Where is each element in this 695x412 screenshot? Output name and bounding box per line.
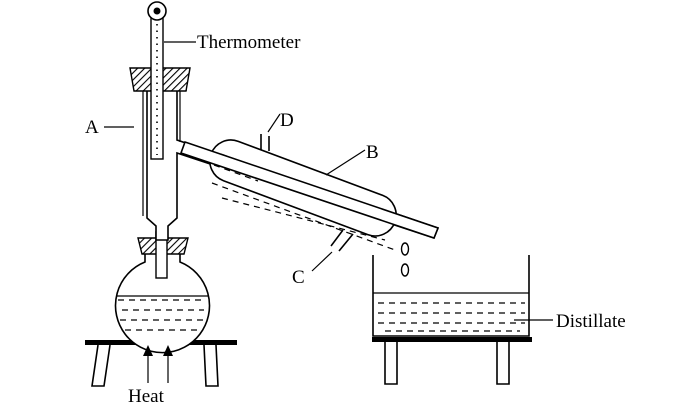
- d-label: D: [280, 110, 294, 131]
- c-leader: [311, 251, 333, 272]
- beaker-walls: [372, 255, 530, 337]
- thermometer-label: Thermometer: [197, 32, 301, 53]
- stand-top-plate: [372, 337, 532, 342]
- inlet-c-right: [338, 233, 354, 252]
- distillate-drops: [400, 242, 410, 277]
- tripod-leg-right: [203, 344, 219, 387]
- beaker-liquid: [373, 292, 529, 332]
- d-leader: [267, 113, 281, 133]
- inlet-c-left: [330, 229, 344, 247]
- heat-label: Heat: [128, 386, 165, 407]
- receiving-beaker: [372, 255, 530, 337]
- distillate-label: Distillate: [556, 311, 626, 332]
- flask-liquid: [116, 295, 209, 331]
- beaker-stand: [372, 337, 532, 385]
- condenser-inner-tube: [179, 140, 440, 239]
- round-bottom-flask: [114, 231, 211, 354]
- heat-arrows: [143, 345, 173, 383]
- stand-leg-left: [384, 342, 398, 385]
- b-leader: [325, 149, 366, 176]
- condenser: [179, 134, 440, 252]
- c-label: C: [292, 267, 305, 288]
- tripod-leg-left: [91, 344, 111, 387]
- b-label: B: [366, 142, 379, 163]
- stand-leg-right: [496, 342, 510, 385]
- thermometer: [147, 1, 167, 160]
- a-label: A: [85, 117, 99, 138]
